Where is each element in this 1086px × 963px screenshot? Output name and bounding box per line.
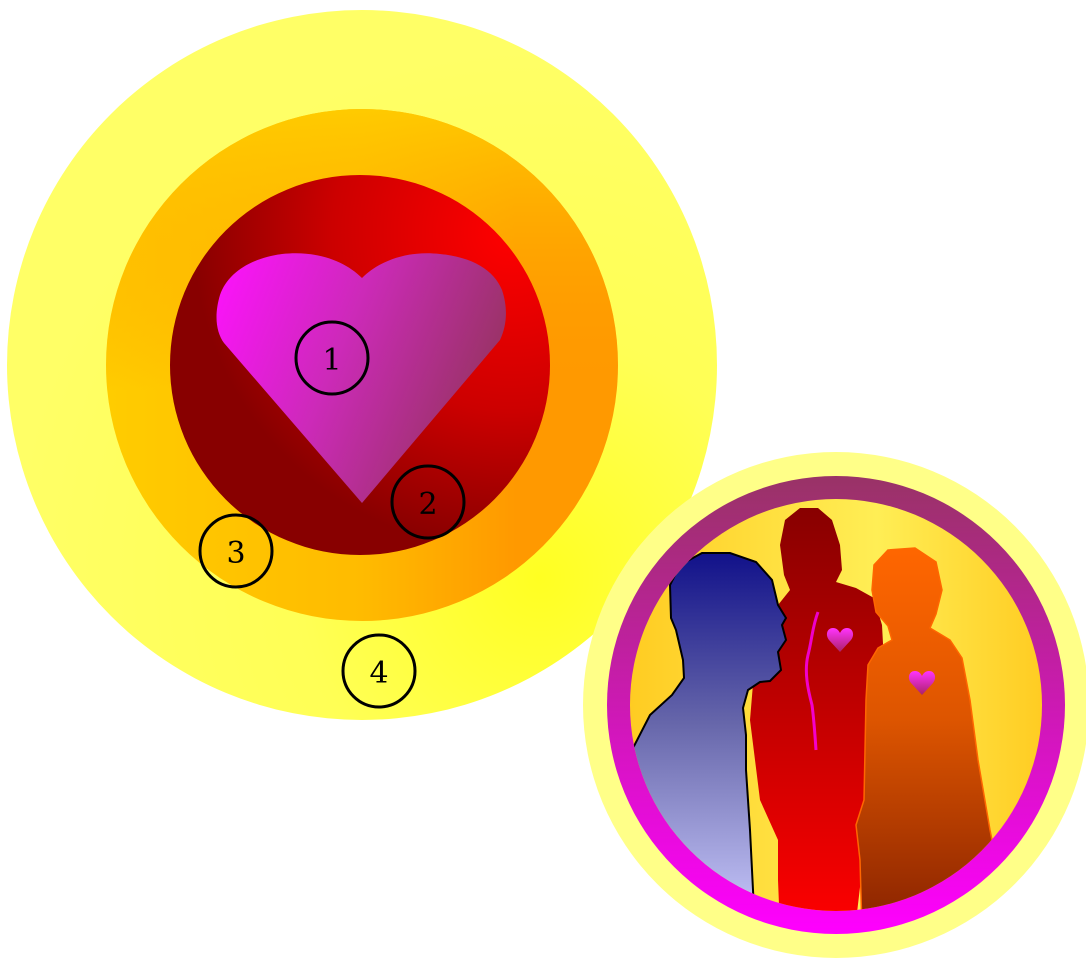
people-medallion (583, 452, 1086, 958)
marker-4-label: 4 (369, 656, 388, 691)
marker-2-label: 2 (418, 487, 437, 522)
marker-3-label: 3 (226, 536, 245, 571)
marker-1-label: 1 (322, 343, 341, 378)
